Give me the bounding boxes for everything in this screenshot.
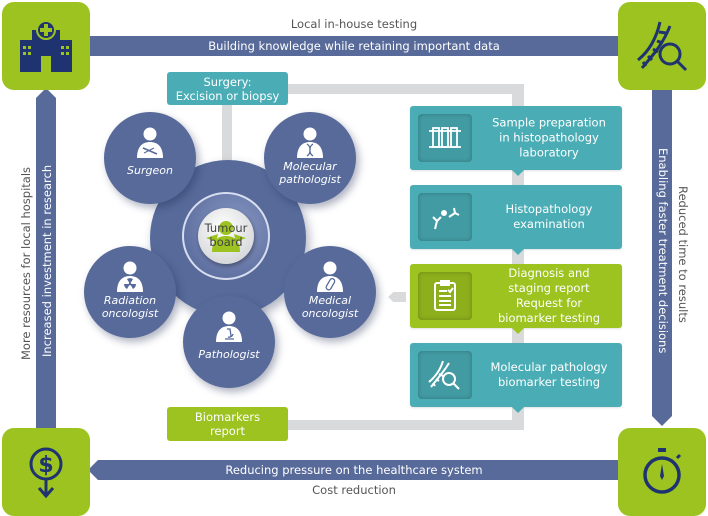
hospital-icon bbox=[20, 20, 72, 72]
dna-icon bbox=[297, 127, 323, 158]
step2-line1: Histopathology bbox=[505, 202, 593, 216]
role-radiation-label-1: Radiation bbox=[103, 294, 157, 307]
biomarkers-report-box: Biomarkers report bbox=[167, 407, 288, 441]
step3-line3: Request for bbox=[515, 296, 583, 310]
corner-top-right bbox=[618, 2, 706, 90]
bottom-band-arrowhead bbox=[88, 460, 98, 480]
role-pathologist: Pathologist bbox=[183, 296, 275, 388]
biomarkers-label-2: report bbox=[209, 424, 246, 438]
step-molecular-pathology: Molecular pathology biomarker testing bbox=[410, 343, 622, 407]
top-band-inner-text: Building knowledge while retaining impor… bbox=[208, 39, 500, 53]
corner-top-left bbox=[2, 2, 90, 90]
left-band-outer-text: More resources for local hospitals bbox=[19, 166, 33, 360]
role-radiation-label-2: oncologist bbox=[101, 307, 159, 320]
tumour-board-label-1: Tumour bbox=[204, 221, 248, 235]
step4-pointer bbox=[512, 407, 524, 413]
bottom-band-inner-text: Reducing pressure on the healthcare syst… bbox=[225, 463, 483, 477]
step-diagnosis-report: Diagnosis and staging report Request for… bbox=[410, 264, 622, 328]
step3-pointer bbox=[512, 328, 524, 334]
step-histopathology-examination: Histopathology examination bbox=[410, 185, 622, 249]
left-band-arrowhead bbox=[36, 88, 56, 98]
role-medical-label-2: oncologist bbox=[301, 307, 359, 320]
right-band-arrowhead bbox=[652, 416, 672, 426]
step1-line1: Sample preparation bbox=[492, 115, 606, 130]
corner-bottom-right bbox=[618, 428, 706, 516]
role-surgeon-label: Surgeon bbox=[127, 164, 173, 177]
step4-line1: Molecular pathology bbox=[490, 360, 608, 374]
test-tubes-icon bbox=[429, 127, 461, 148]
step2-pointer bbox=[512, 249, 524, 255]
pill-icon bbox=[317, 261, 343, 292]
step4-line2: biomarker testing bbox=[497, 375, 601, 389]
right-band-outer-text: Reduced time to results bbox=[676, 186, 690, 323]
step3-line4: biomarker testing bbox=[497, 311, 601, 325]
right-band bbox=[652, 88, 672, 416]
svg-text:$: $ bbox=[38, 453, 53, 478]
bottom-band bbox=[98, 460, 620, 480]
scalpel-icon bbox=[137, 127, 163, 158]
role-medical-label-1: Medical bbox=[308, 294, 352, 307]
top-band bbox=[88, 36, 618, 56]
dna-search-icon bbox=[428, 360, 460, 390]
connector-surgery-to-steps bbox=[288, 84, 524, 94]
role-molecular-label-1: Molecular bbox=[283, 160, 337, 173]
surgery-box-line2: Excision or biopsy bbox=[175, 89, 280, 103]
microscope-icon bbox=[216, 311, 242, 342]
bottom-band-outer-text: Cost reduction bbox=[312, 483, 396, 497]
connector-bottom-return bbox=[288, 420, 524, 430]
antibody-icon bbox=[432, 207, 460, 230]
step2-line2: examination bbox=[513, 217, 585, 231]
role-surgeon: Surgeon bbox=[104, 112, 196, 204]
left-band bbox=[36, 98, 56, 428]
dollar-down-icon: $ bbox=[29, 447, 63, 499]
stopwatch-icon bbox=[643, 448, 682, 494]
connector-diagnosis-to-board bbox=[388, 292, 406, 302]
corner-bottom-left: $ bbox=[2, 428, 90, 516]
left-band-inner-text: Increased investment in research bbox=[40, 164, 54, 357]
right-band-inner-text: Enabling faster treatment decisions bbox=[656, 148, 670, 354]
role-pathologist-label: Pathologist bbox=[198, 348, 260, 361]
step1-line3: laboratory bbox=[519, 145, 579, 160]
surgery-box: Surgery: Excision or biopsy bbox=[167, 72, 288, 105]
role-molecular-label-2: pathologist bbox=[279, 173, 341, 186]
tumour-board-hub: Tumour board bbox=[198, 208, 254, 264]
surgery-box-line1: Surgery: bbox=[203, 75, 252, 89]
step1-line2: in histopathology bbox=[499, 130, 599, 145]
biomarkers-label-1: Biomarkers bbox=[194, 410, 261, 424]
people-group-icon bbox=[206, 221, 246, 252]
radiation-icon bbox=[117, 261, 143, 292]
connector-surgery-to-hub bbox=[222, 104, 232, 194]
tumour-board-label-2: board bbox=[209, 235, 243, 249]
step1-pointer bbox=[512, 170, 524, 176]
step-sample-preparation: Sample preparation in histopathology lab… bbox=[410, 106, 622, 170]
step3-line1: Diagnosis and bbox=[508, 266, 590, 280]
top-band-outer-text: Local in-house testing bbox=[290, 17, 418, 31]
dna-search-icon bbox=[637, 21, 688, 72]
step3-line2: staging report bbox=[508, 281, 590, 295]
clipboard-icon bbox=[434, 280, 456, 311]
